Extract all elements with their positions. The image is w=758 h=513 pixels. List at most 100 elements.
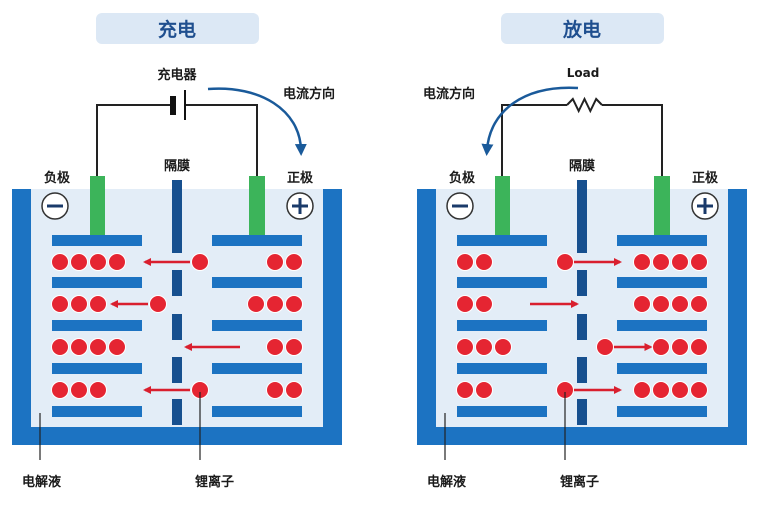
lithium-ion — [652, 381, 670, 399]
lithium-ion — [89, 338, 107, 356]
lithium-ion — [285, 381, 303, 399]
lithium-ion — [633, 381, 651, 399]
lithium-ion — [690, 381, 708, 399]
lithium-ion — [266, 338, 284, 356]
lithium-ion — [690, 295, 708, 313]
electrolyte-label: 电解液 — [22, 474, 61, 490]
moving-lithium-ion — [596, 338, 614, 356]
current-direction-arrow — [207, 87, 307, 156]
lithium-ion — [285, 253, 303, 271]
source-label: 充电器 — [157, 67, 197, 83]
negative-plate — [457, 235, 547, 246]
negative-plate — [457, 363, 547, 374]
negative-label: 负极 — [44, 170, 71, 186]
wire-right — [602, 104, 663, 176]
lithium-ion — [475, 381, 493, 399]
lithium-ion — [652, 338, 670, 356]
lithium-ion — [652, 295, 670, 313]
negative-plate — [457, 320, 547, 331]
lithium-ion — [671, 295, 689, 313]
positive-electrode — [654, 176, 670, 236]
lithium-ion — [70, 338, 88, 356]
electrolyte-label: 电解液 — [427, 474, 466, 490]
lithium-ion — [475, 295, 493, 313]
separator-segment — [172, 399, 182, 425]
negative-plate — [52, 406, 142, 417]
separator-segment — [577, 180, 587, 253]
positive-plate — [212, 235, 302, 246]
lithium-ion — [671, 381, 689, 399]
positive-label: 正极 — [287, 170, 314, 186]
lithium-ion — [456, 295, 474, 313]
panel-title-box — [96, 13, 259, 44]
lithium-ion — [494, 338, 512, 356]
lithium-ion — [70, 381, 88, 399]
lithium-ion — [247, 295, 265, 313]
lithium-ion — [108, 338, 126, 356]
lithium-ion — [633, 295, 651, 313]
lithium-ion — [475, 338, 493, 356]
lithium-ion — [285, 295, 303, 313]
lithium-ion — [690, 338, 708, 356]
positive-plate — [212, 277, 302, 288]
positive-plate — [617, 235, 707, 246]
lithium-ion — [690, 253, 708, 271]
battery-short-plate-icon — [170, 96, 176, 115]
separator-segment — [577, 314, 587, 340]
panel-title: 放电 — [562, 18, 601, 41]
lithium-ion — [51, 338, 69, 356]
lithium-ion — [51, 253, 69, 271]
positive-plate — [212, 320, 302, 331]
wire-right — [185, 104, 258, 176]
negative-label: 负极 — [449, 170, 476, 186]
lithium-ion — [70, 253, 88, 271]
ion-label: 锂离子 — [195, 474, 234, 490]
negative-plate — [457, 277, 547, 288]
separator-segment — [172, 357, 182, 383]
panel-title: 充电 — [158, 18, 196, 41]
lithium-ion — [475, 253, 493, 271]
lithium-ion — [671, 253, 689, 271]
lithium-ion — [108, 253, 126, 271]
positive-electrode — [249, 176, 265, 236]
separator-label: 隔膜 — [569, 158, 595, 174]
positive-label: 正极 — [692, 170, 719, 186]
separator-segment — [172, 314, 182, 340]
moving-lithium-ion — [191, 253, 209, 271]
discharge-panel: 放电Load电流方向负极正极隔膜电解液锂离子 — [417, 13, 747, 490]
current-direction-arrow — [481, 86, 579, 156]
lithium-ion — [89, 381, 107, 399]
lithium-ion — [285, 338, 303, 356]
source-label: Load — [567, 66, 600, 80]
separator-segment — [172, 270, 182, 296]
lithium-ion — [671, 338, 689, 356]
negative-electrode — [90, 176, 105, 236]
negative-plate — [52, 363, 142, 374]
moving-lithium-ion — [149, 295, 167, 313]
lithium-ion — [456, 381, 474, 399]
negative-plate — [52, 320, 142, 331]
lithium-ion — [51, 381, 69, 399]
panel-title-box — [501, 13, 664, 44]
positive-plate — [617, 363, 707, 374]
lithium-ion — [70, 295, 88, 313]
lithium-ion — [89, 253, 107, 271]
separator-segment — [172, 180, 182, 253]
lithium-ion — [266, 295, 284, 313]
lithium-ion — [633, 253, 651, 271]
negative-electrode — [495, 176, 510, 236]
wire-left — [96, 104, 172, 176]
charge-panel: 充电充电器电流方向负极正极隔膜电解液锂离子 — [12, 13, 342, 490]
separator-segment — [577, 399, 587, 425]
lithium-ion — [51, 295, 69, 313]
negative-plate — [457, 406, 547, 417]
lithium-ion — [652, 253, 670, 271]
lithium-ion — [89, 295, 107, 313]
current-direction-label: 电流方向 — [423, 86, 475, 102]
resistor-icon — [566, 96, 603, 114]
positive-plate — [617, 277, 707, 288]
positive-plate — [212, 363, 302, 374]
moving-lithium-ion — [556, 253, 574, 271]
current-direction-label: 电流方向 — [283, 86, 335, 102]
lithium-ion — [266, 381, 284, 399]
